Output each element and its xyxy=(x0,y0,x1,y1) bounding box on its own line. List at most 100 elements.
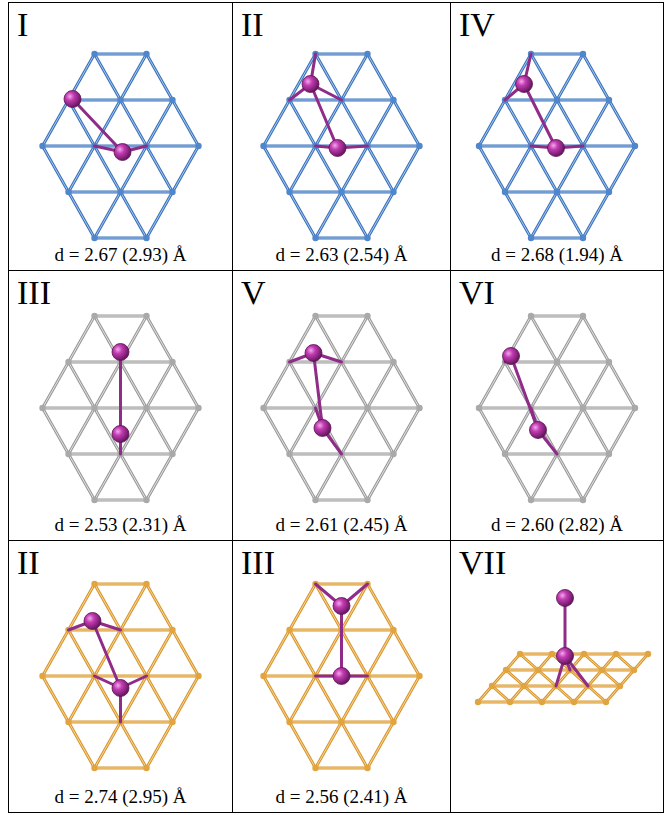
lattice-atom xyxy=(143,313,149,319)
lattice-bond xyxy=(147,316,173,362)
lattice-bond xyxy=(147,407,199,410)
lattice-bond xyxy=(531,53,583,56)
lattice-bond xyxy=(557,408,583,454)
lattice-atom xyxy=(169,97,175,103)
lattice-atom xyxy=(195,673,201,679)
lattice-bond xyxy=(342,721,394,724)
lattice-bond xyxy=(342,146,368,192)
lattice-bond xyxy=(479,407,531,410)
lattice-bond xyxy=(95,499,147,502)
lattice-atom xyxy=(364,765,370,771)
lattice-bond xyxy=(316,53,368,56)
lattice-bond xyxy=(584,654,602,670)
lattice-bond-highlight xyxy=(583,362,609,408)
lattice-bond xyxy=(394,676,420,722)
lattice-bond xyxy=(95,53,147,56)
lattice-bond xyxy=(557,454,583,500)
lattice-bond-highlight xyxy=(342,362,394,363)
lattice-atom xyxy=(312,313,318,319)
lattice-bond xyxy=(616,654,634,670)
lattice-bond xyxy=(264,146,290,192)
panel-box: Id = 2.67 (2.93) Å xyxy=(8,2,233,271)
lattice-bond xyxy=(557,362,583,408)
lattice-bond-highlight xyxy=(121,100,173,101)
lattice-bond-highlight xyxy=(43,630,69,676)
lattice-atom xyxy=(528,235,534,241)
lattice-bond-highlight xyxy=(69,722,121,723)
lattice-bond-highlight xyxy=(290,408,316,454)
lattice-bond-highlight xyxy=(290,584,316,630)
lattice-bond-highlight xyxy=(69,676,95,722)
lattice-atom xyxy=(632,405,638,411)
adsorbate-bond xyxy=(119,352,122,434)
lattice-bond-highlight xyxy=(95,362,121,408)
lattice-bond xyxy=(531,499,583,502)
lattice-bond xyxy=(531,237,583,240)
lattice-atom xyxy=(580,235,586,241)
lattice-atom xyxy=(631,667,637,673)
lattice-bond xyxy=(43,362,69,408)
lattice-atom xyxy=(286,627,292,633)
lattice-bond xyxy=(505,146,531,192)
lattice-bond xyxy=(290,453,342,456)
lattice-bond-highlight xyxy=(69,630,95,676)
lattice-bond xyxy=(121,192,147,238)
lattice-bond xyxy=(147,146,173,192)
lattice-bond xyxy=(368,100,394,146)
lattice-atom xyxy=(599,667,605,673)
lattice-bond-highlight xyxy=(583,316,609,362)
panel-label: IV xyxy=(459,5,495,45)
lattice-bond-highlight xyxy=(510,702,542,703)
lattice-bond-highlight xyxy=(368,316,394,362)
lattice-atom xyxy=(39,405,45,411)
lattice-bond-highlight xyxy=(609,100,635,146)
lattice-bond xyxy=(95,54,121,100)
distance-label: d = 2.63 (2.54) Å xyxy=(233,243,450,267)
lattice-bond-highlight xyxy=(524,686,542,702)
lattice-bond xyxy=(479,362,505,408)
lattice-bond-highlight xyxy=(609,146,635,192)
adsorbate-atom xyxy=(548,140,565,157)
lattice-bond-highlight xyxy=(147,408,199,409)
lattice-bond-highlight xyxy=(602,670,620,686)
lattice-atom xyxy=(338,189,344,195)
lattice-bond-highlight xyxy=(556,686,588,687)
lattice-bond xyxy=(121,454,147,500)
lattice-atom xyxy=(169,627,175,633)
lattice-atom xyxy=(613,651,619,657)
lattice-bond-highlight xyxy=(43,362,69,408)
lattice-bond-highlight xyxy=(368,722,394,768)
lattice-atom xyxy=(364,313,370,319)
lattice-atom xyxy=(489,683,495,689)
lattice-bond-highlight xyxy=(342,722,368,768)
adsorbate-atom xyxy=(557,590,574,607)
lattice-bond xyxy=(95,237,147,240)
lattice-bond xyxy=(69,408,95,454)
lattice-bond-highlight xyxy=(609,362,635,408)
lattice-bond-highlight xyxy=(69,408,95,454)
distance-label: d = 2.74 (2.95) Å xyxy=(9,785,232,809)
lattice-bond-highlight xyxy=(583,100,609,146)
distance-label: d = 2.53 (2.31) Å xyxy=(9,513,232,537)
lattice-bond xyxy=(583,408,609,454)
lattice-bond-highlight xyxy=(368,408,420,409)
lattice-atom xyxy=(535,667,541,673)
lattice-bond-highlight xyxy=(121,584,147,630)
lattice-atom xyxy=(91,581,97,587)
lattice-bond xyxy=(316,722,342,768)
lattice-bond-highlight xyxy=(95,584,147,585)
lattice-bond xyxy=(478,701,510,704)
lattice-bond-highlight xyxy=(43,408,69,454)
lattice-bond xyxy=(173,408,199,454)
adsorbate-atom xyxy=(302,76,319,93)
adsorbate-bond xyxy=(340,606,343,676)
lattice-bond xyxy=(492,685,524,688)
lattice-atom xyxy=(364,497,370,503)
lattice-bond-highlight xyxy=(557,362,583,408)
lattice-atom xyxy=(390,97,396,103)
lattice-atom xyxy=(503,667,509,673)
lattice-atom xyxy=(117,189,123,195)
lattice-bond-highlight xyxy=(531,238,583,239)
adsorbate-bond xyxy=(524,84,556,148)
lattice-bond xyxy=(147,584,173,630)
